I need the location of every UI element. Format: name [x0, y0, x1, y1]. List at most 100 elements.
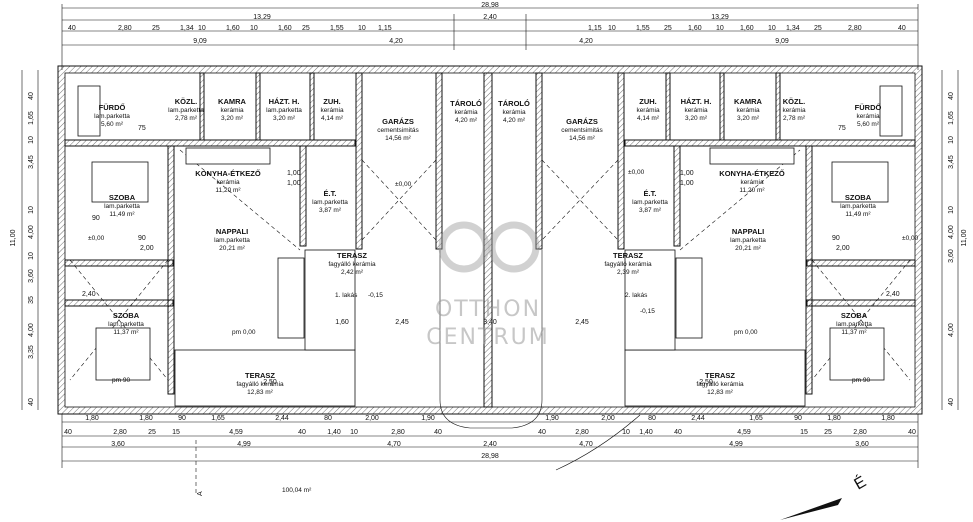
- room-floor: cementsimitás: [561, 127, 603, 134]
- dim-bottom-row2-right: 40: [538, 429, 546, 436]
- level-garage-right: ±0,00: [628, 169, 645, 176]
- dim-bottom-row1: 1,65: [749, 415, 763, 422]
- level-garage-left: ±0,00: [395, 181, 412, 188]
- watermark: OTTHON CENTRUM: [426, 221, 548, 350]
- room-name: FÜRDŐ: [855, 103, 882, 112]
- room-name: KONYHA-ÉTKEZŐ: [195, 169, 261, 178]
- bed-left-1: [91, 161, 149, 203]
- room-name: TÁROLÓ: [498, 99, 530, 108]
- dim-top-seg-right: 1,34: [786, 25, 800, 32]
- room-floor: kerámia: [684, 107, 708, 114]
- dim-100-r: 1,00: [680, 170, 694, 177]
- dim-right-side: 10: [948, 136, 955, 144]
- dim-bottom-row1: 80: [324, 415, 332, 422]
- dim-left-side: 3,35: [28, 345, 35, 359]
- sofa-right: [675, 257, 703, 339]
- dim-top-seg-left: 25: [302, 25, 310, 32]
- room-floor: lam.parketta: [836, 321, 872, 328]
- dim-75-l: 75: [138, 125, 146, 132]
- terrace-small-left: [304, 249, 356, 351]
- dim-bottom-total: 2,40: [483, 441, 497, 448]
- room-name: SZOBA: [113, 311, 140, 320]
- dim-right-side: 10: [948, 206, 955, 214]
- room-name: HÁZT. H.: [269, 97, 300, 106]
- room-area: 4,20 m²: [455, 117, 478, 124]
- room-name: TÁROLÓ: [450, 99, 482, 108]
- room-floor: kerámia: [220, 107, 244, 114]
- dim-bottom-row2-left: 2,80: [391, 429, 405, 436]
- room-floor: lam.parketta: [168, 107, 204, 114]
- plot-area: 100,04 m²: [282, 487, 312, 494]
- dim-top-seg-left: 1,34: [180, 25, 194, 32]
- dim-bottom-row1: 1,80: [827, 415, 841, 422]
- bed-right-1: [831, 161, 889, 203]
- room-area: 3,87 m²: [639, 207, 662, 214]
- dim-right-side: 40: [948, 398, 955, 406]
- dim-bottom-row1: 2,44: [275, 415, 289, 422]
- dim-bottom-row2-right: 1,40: [639, 429, 653, 436]
- dim-bottom-row2-right: 40: [674, 429, 682, 436]
- room-area: 2,42 m²: [341, 269, 364, 276]
- room-floor: cementsimitás: [377, 127, 419, 134]
- dim-250-right: 2,50: [699, 379, 713, 386]
- dim-mid-plan: 3,40: [483, 319, 497, 326]
- wall-v3-right: [775, 72, 781, 141]
- room-area: 11,37 m²: [841, 329, 867, 336]
- dim-bottom-row1: 1,65: [211, 415, 225, 422]
- dim-bottom-total: 4,70: [579, 441, 593, 448]
- watermark-line1: OTTHON: [435, 297, 541, 322]
- dim-top-seg-left: 1,15: [378, 25, 392, 32]
- room-floor: fagyálló kerámia: [328, 261, 376, 268]
- room-name: NAPPALI: [732, 227, 764, 236]
- dim-90-l: 90: [92, 215, 100, 222]
- dim-bottom-row1: 1,80: [85, 415, 99, 422]
- dim-bottom-row2-right: 25: [824, 429, 832, 436]
- dim-bottom-row2-left: 1,40: [327, 429, 341, 436]
- room-area: 4,20 m²: [503, 117, 526, 124]
- dim-right-side: 3,45: [948, 155, 955, 169]
- dim-bottom-row1: 90: [794, 415, 802, 422]
- dim-top-seg-left: 1,60: [226, 25, 240, 32]
- room-area: 5,60 m²: [101, 121, 124, 128]
- room-area: 2,78 m²: [783, 115, 806, 122]
- north-label: É: [851, 472, 870, 494]
- dim-250-left: 2,50: [263, 379, 277, 386]
- room-area: 12,83 m²: [707, 389, 733, 396]
- room-name: SZOBA: [109, 193, 136, 202]
- room-floor: kerámia: [736, 107, 760, 114]
- terrace-left: [174, 349, 356, 407]
- storage-wall-right: [535, 72, 543, 250]
- dim-420-left: 4,20: [389, 38, 403, 45]
- dim-left-side: 4,00: [28, 323, 35, 337]
- top-dimensions: 28,98 13,29 13,29 2,40 9,09 4,20 4,20 9,…: [61, 2, 919, 70]
- dim-top-seg-left: 10: [198, 25, 206, 32]
- dim-100-l2: 1,00: [287, 180, 301, 187]
- room-floor: lam.parketta: [108, 321, 144, 328]
- dim-bottom-total: 3,60: [111, 441, 125, 448]
- dim-240-l: 2,40: [82, 291, 96, 298]
- dim-bottom-total: 4,99: [729, 441, 743, 448]
- bathtub-left: [77, 85, 101, 137]
- dim-top-seg-left: 40: [68, 25, 76, 32]
- room-area: 20,21 m²: [735, 245, 761, 252]
- dim-bottom-row1: 2,00: [601, 415, 615, 422]
- room-name: FÜRDŐ: [99, 103, 126, 112]
- room-floor: kerámia: [740, 179, 764, 186]
- room-area: 3,20 m²: [221, 115, 244, 122]
- dim-top-seg-right: 10: [608, 25, 616, 32]
- dim-top-seg-left: 1,60: [278, 25, 292, 32]
- bed-right-2: [829, 327, 885, 381]
- room-area: 11,20 m²: [215, 187, 241, 194]
- room-name: GARÁZS: [382, 117, 414, 126]
- dim-bottom-row1: 1,80: [881, 415, 895, 422]
- level-room-left: ±0,00: [88, 235, 105, 242]
- dim-bottom-row2-right: 40: [908, 429, 916, 436]
- kitchen-counter-left: [185, 147, 271, 165]
- storage-wall-left: [435, 72, 443, 250]
- level-right: -0,15: [640, 308, 655, 315]
- dim-100-l: 1,00: [287, 170, 301, 177]
- wall-v2-right: [673, 145, 681, 247]
